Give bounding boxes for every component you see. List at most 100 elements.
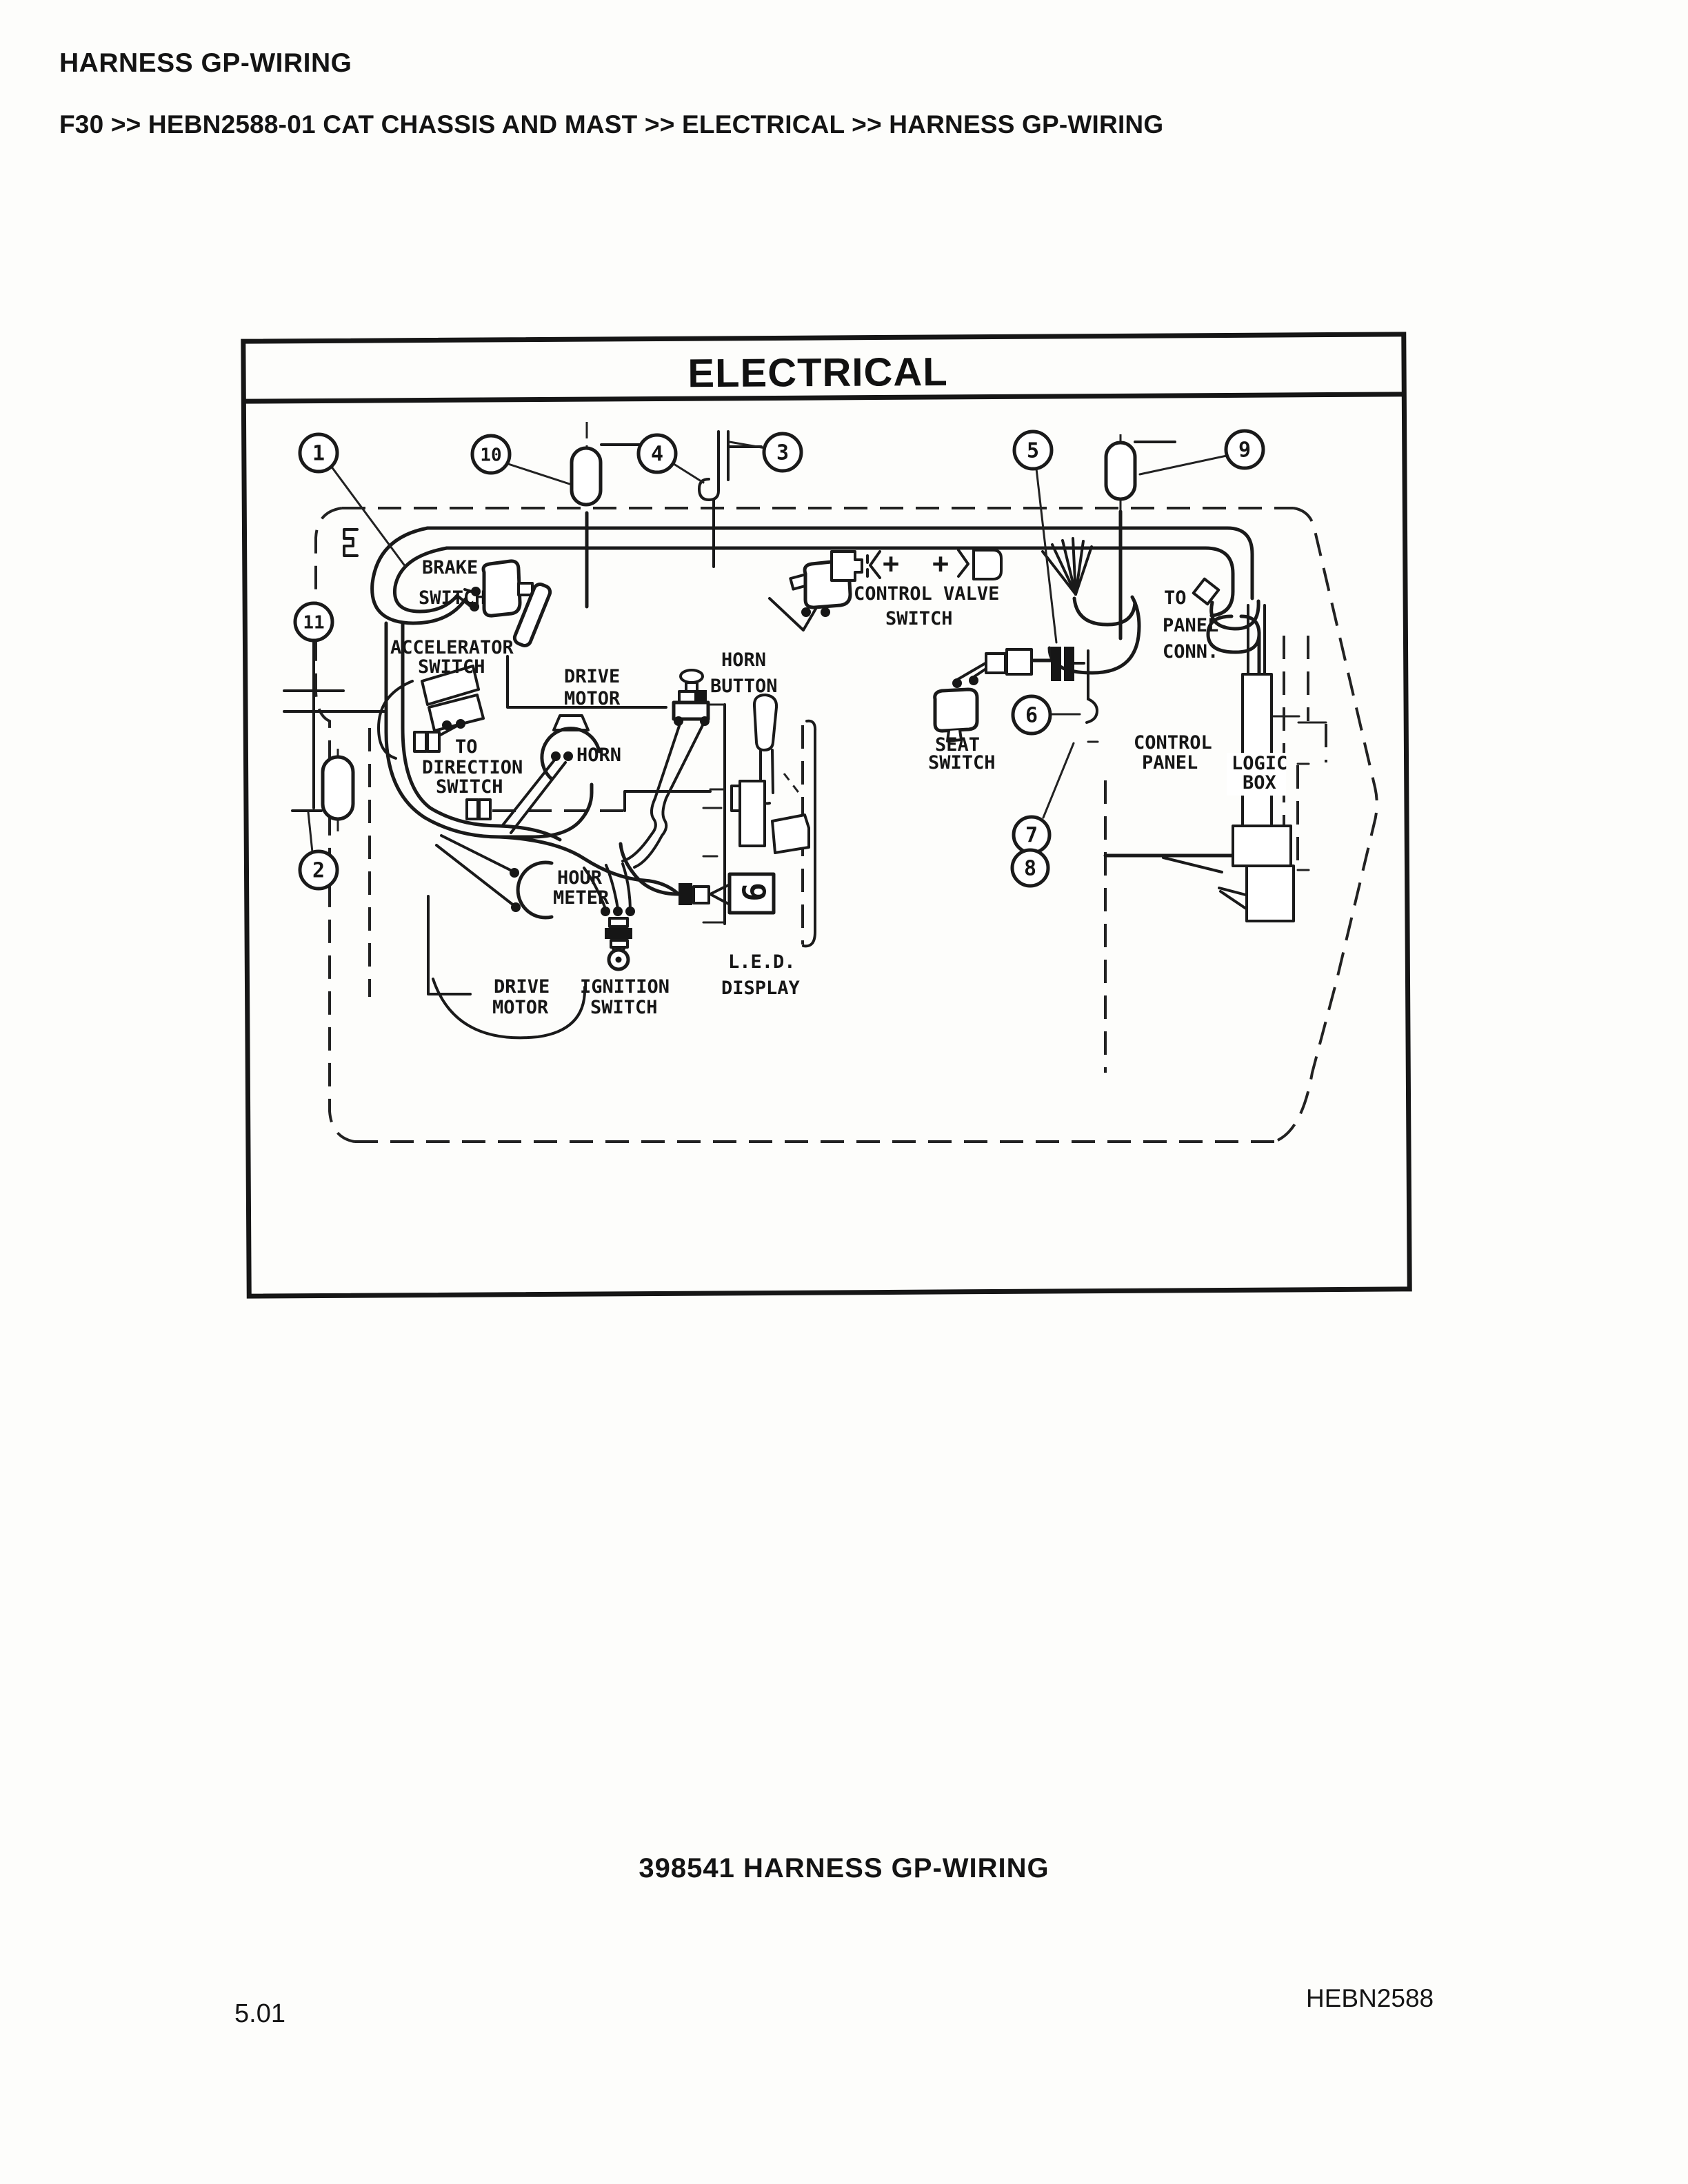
callout-number: 6 (1025, 704, 1038, 728)
wire (605, 864, 619, 910)
wire (1162, 856, 1223, 873)
wire (1047, 595, 1141, 675)
wire (665, 722, 705, 800)
logic-base-1 (1232, 825, 1292, 867)
label-led-display: L.E.D. (728, 951, 796, 973)
connector-black (1064, 647, 1074, 681)
wire (425, 526, 1254, 600)
page-title: HARNESS GP-WIRING (59, 48, 352, 78)
label-hour-meter: METER (553, 887, 610, 909)
label-control-valve-switch: CONTROL VALVE (854, 583, 999, 605)
callout-circle (470, 434, 512, 475)
label-horn: HORN (576, 745, 621, 766)
callout-number: 4 (651, 443, 663, 467)
callout-number: 7 (1025, 824, 1038, 848)
wire (401, 621, 562, 842)
led-box (727, 872, 776, 915)
label-ignition-switch: IGNITION (580, 976, 670, 998)
wire (621, 862, 632, 910)
horn-button-block (694, 690, 707, 702)
wire (621, 797, 657, 862)
lever-pod (771, 813, 810, 854)
page-number: 5.01 (234, 1999, 285, 2028)
lever-mount (738, 780, 766, 847)
bristle (1041, 550, 1077, 596)
chassis-right-slant (1274, 507, 1378, 1143)
label-to-direction-switch: SWITCH (436, 776, 503, 798)
ignition-keyhole-dot (615, 956, 622, 963)
logic-base-2 (1245, 865, 1295, 922)
leader-5 (1035, 467, 1058, 644)
wire (1219, 890, 1249, 911)
callout-2: 2 (298, 849, 339, 891)
logic-box-body (1241, 673, 1273, 827)
label-to-direction-switch: DIRECTION (422, 757, 523, 778)
breadcrumb[interactable]: F30 >> HEBN2588-01 CAT CHASSIS AND MAST … (59, 110, 1164, 139)
document-code: HEBN2588 (1306, 1984, 1434, 2012)
callout-5: 5 (1012, 429, 1054, 471)
terminal-dot (821, 607, 830, 617)
s-bracket (343, 528, 359, 557)
callout-8: 8 (1010, 848, 1050, 888)
column-outline (802, 719, 817, 948)
callout-number: 5 (1027, 439, 1039, 463)
wire (1206, 614, 1261, 654)
horn-body-arc (540, 727, 601, 781)
label-to-panel-conn: CONN. (1163, 641, 1218, 663)
horn-button-base (672, 700, 710, 721)
fuse-symbol-1 (570, 446, 603, 507)
horn-button-component (672, 669, 710, 726)
wire (583, 867, 607, 910)
control-lever-component (730, 694, 810, 854)
connector-block (985, 652, 1007, 674)
connector-block (478, 798, 492, 820)
fuse-symbol-2 (1104, 441, 1137, 501)
terminal-dot (563, 751, 573, 761)
label-brake-switch: SWITCH (419, 587, 486, 609)
callout-circle (1010, 848, 1050, 888)
label-drive-motor-lower: DRIVE (494, 976, 550, 998)
callouts: 1 10 4 3 5 9 11 2 (293, 429, 1265, 891)
lever-slant-dash (783, 773, 801, 795)
wire (435, 844, 516, 907)
label-horn-button: HORN (721, 649, 766, 671)
callout-3: 3 (762, 432, 803, 473)
callout-circle (636, 433, 678, 474)
horn-bracket (552, 714, 590, 731)
angle-right (957, 549, 969, 578)
tilted-square-connector (1192, 577, 1220, 606)
connector-black (1051, 647, 1061, 681)
callout-number: 9 (1238, 438, 1251, 463)
callout-10: 10 (470, 434, 512, 475)
components: 9 (321, 441, 1295, 971)
leader-1 (330, 465, 407, 568)
lever-grip (752, 694, 778, 751)
terminal-dot (510, 868, 519, 878)
led-digit: 9 (735, 882, 772, 902)
wire (445, 546, 1235, 618)
accel-pedal-slat (421, 665, 480, 706)
harness-wires (370, 498, 1271, 911)
callout-9: 9 (1224, 429, 1265, 470)
control-valve-switch-component (789, 549, 1003, 617)
seat-switch-tab (946, 729, 963, 742)
seat-switch-component (933, 676, 979, 742)
battery-plug-left (830, 550, 863, 582)
drive-motor-label-box (506, 655, 667, 709)
callout-number: 1 (312, 442, 325, 466)
wire (510, 761, 567, 834)
brake-lead (463, 588, 473, 593)
terminal-dot (700, 716, 710, 726)
panel-tab (1085, 698, 1098, 724)
callout-circle (1224, 429, 1265, 470)
logic-box-component (1227, 604, 1295, 922)
led-connector-black (679, 883, 692, 905)
label-accelerator-switch: SWITCH (418, 656, 485, 678)
callout-11: 11 (293, 601, 334, 643)
label-drive-motor-upper: MOTOR (564, 688, 621, 709)
label-drive-motor-lower: MOTOR (492, 997, 549, 1018)
panel-connector-assembly (985, 577, 1220, 681)
label-plus-left: + (883, 548, 899, 580)
label-horn-button: BUTTON (710, 676, 778, 697)
callout-circle (298, 432, 339, 474)
